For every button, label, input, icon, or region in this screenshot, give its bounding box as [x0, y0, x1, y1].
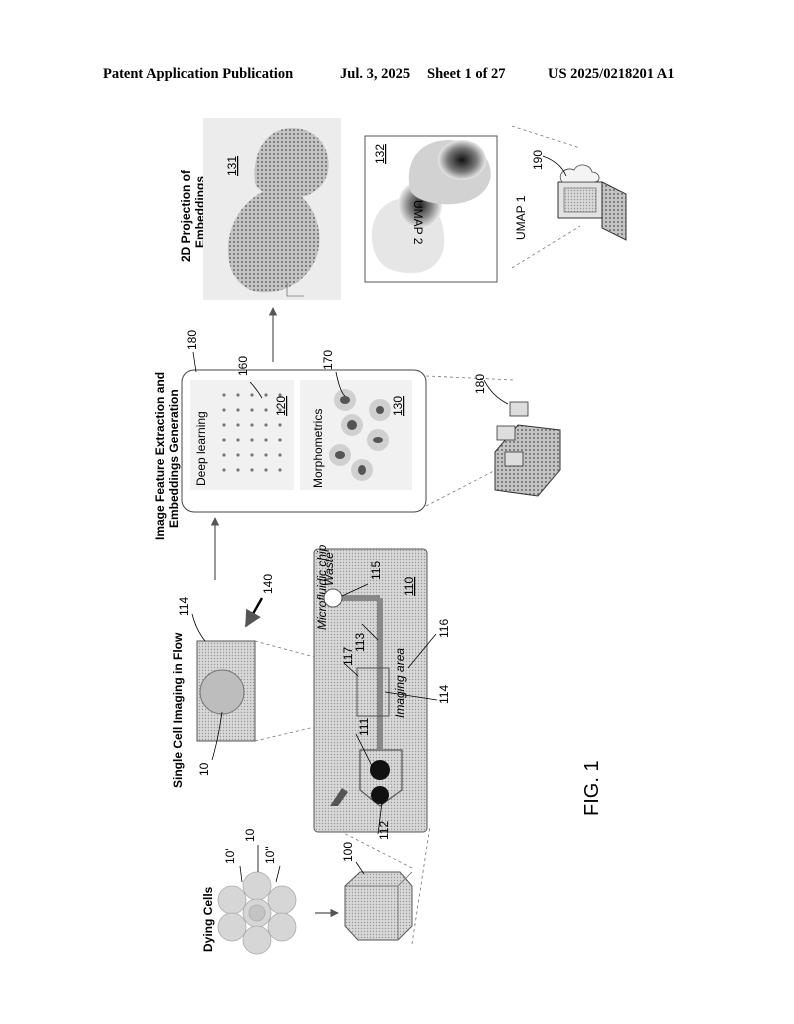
ref-120: 120 — [274, 396, 288, 416]
deep-learning-label: Deep learning — [194, 411, 208, 486]
pipette-icon — [330, 788, 348, 806]
dying-cells-title: Dying Cells — [201, 886, 215, 952]
chip-body — [313, 548, 428, 833]
single-cell — [199, 669, 245, 715]
ref-170: 170 — [321, 350, 335, 370]
projection-title-line1: 2D Projection of — [179, 169, 193, 262]
ref-115: 115 — [369, 561, 383, 580]
ref-180-server: 180 — [473, 374, 487, 394]
sheet-number: Sheet 1 of 27 — [427, 66, 506, 82]
extraction-group: Image Feature Extraction and Embeddings … — [153, 330, 561, 540]
imaging-title: Single Cell Imaging in Flow — [171, 632, 185, 788]
extraction-title-line2: Embeddings Generation — [167, 389, 181, 528]
ref-130: 130 — [391, 396, 405, 416]
imaging-group: Single Cell Imaging in Flow 10 114 140 — [171, 574, 371, 788]
ref-10-dying: 10 — [243, 828, 257, 842]
waste-outlet — [323, 588, 343, 608]
ref-160: 160 — [236, 356, 250, 376]
ref-132: 132 — [373, 144, 387, 164]
sample-block-icon — [344, 871, 413, 941]
computer-icon-190 — [557, 164, 627, 241]
ref-110: 110 — [402, 577, 416, 596]
ref-113: 113 — [353, 633, 367, 652]
ref-111: 111 — [357, 717, 371, 736]
deep-learning-panel — [190, 380, 294, 490]
morphometrics-cells — [329, 389, 391, 481]
deep-learning-grid — [222, 393, 282, 472]
umap2-label: UMAP 2 — [411, 200, 425, 245]
page-header: Patent Application Publication Jul. 3, 2… — [0, 66, 794, 86]
chip-inlet-chamber — [359, 749, 403, 807]
flow-channel — [338, 595, 383, 750]
imaging-area-label: Imaging area — [393, 648, 407, 718]
ref-114-window: 114 — [177, 597, 191, 616]
ref-10-double-prime: 10" — [263, 846, 277, 864]
ref-116: 116 — [437, 619, 451, 638]
ref-140: 140 — [261, 574, 275, 594]
publication-label: Patent Application Publication — [103, 66, 294, 82]
microfluidic-chip: Microfluidic chip 110 Waste Imaging area… — [313, 544, 451, 840]
figure-caption: FIG. 1 — [581, 760, 603, 816]
morphometrics-label: Morphometrics — [311, 409, 325, 488]
ref-112: 112 — [377, 821, 391, 840]
ref-10-imaging: 10 — [197, 762, 211, 776]
ref-117: 117 — [341, 647, 355, 666]
ref-100: 100 — [341, 842, 355, 862]
projection-group: 2D Projection of Embeddings 131 132 UMAP… — [179, 118, 627, 300]
imaging-region-117 — [356, 667, 390, 717]
density-plot-132 — [371, 140, 491, 274]
dying-cells-group: Dying Cells 10' 10 10" 100 — [201, 825, 431, 955]
extraction-title-line1: Image Feature Extraction and — [153, 372, 167, 540]
umap1-label: UMAP 1 — [514, 195, 528, 240]
axis-mark-131 — [286, 282, 304, 297]
server-icon-180 — [494, 401, 561, 497]
dying-cells-cluster — [217, 871, 297, 955]
ref-190: 190 — [531, 150, 545, 170]
inlet-112 — [371, 786, 389, 804]
scatter-cloud-131 — [227, 128, 329, 293]
patent-number: US 2025/0218201 A1 — [548, 66, 675, 82]
inlet-111 — [370, 760, 390, 780]
ref-114-chip: 114 — [437, 685, 451, 704]
publication-date: Jul. 3, 2025 — [340, 66, 411, 82]
waste-label: Waste — [322, 552, 336, 586]
ref-10-prime: 10' — [223, 848, 237, 864]
ref-131: 131 — [225, 156, 239, 176]
ref-180-box: 180 — [185, 330, 199, 350]
chip-label: Microfluidic chip — [315, 544, 329, 630]
arrow-140 — [244, 597, 264, 628]
